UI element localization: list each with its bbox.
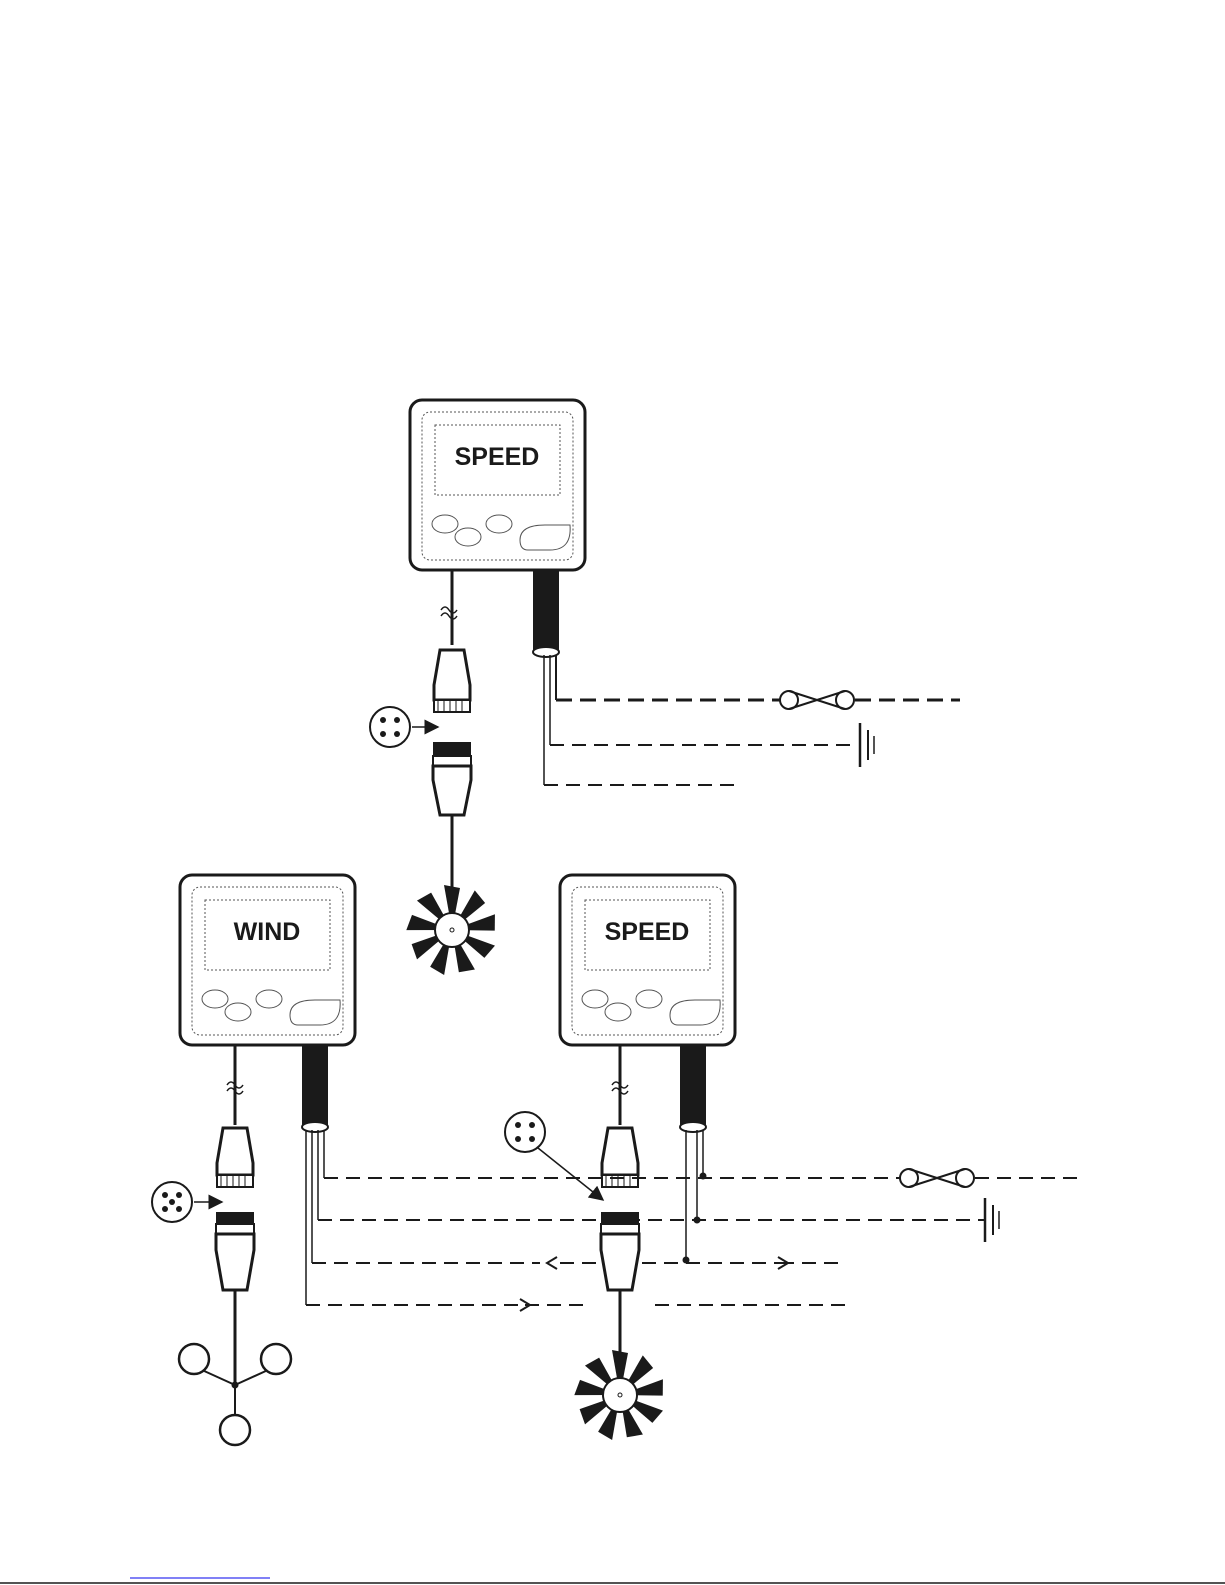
fuse-icon [780,691,854,709]
wind-power-cable [302,1045,328,1305]
paddlewheel-icon [406,885,497,975]
paddlewheel-icon [574,1350,665,1440]
speed-display-label: SPEED [605,918,690,946]
ground-icon [985,1198,999,1242]
connector-pins-icon [505,1112,603,1200]
speed-top-power-cable [533,570,960,785]
wind-display-label: WIND [234,918,301,946]
wind-sensor-cable [216,1045,254,1385]
speed-bottom-power-cable [680,1045,707,1264]
speed-display-label: SPEED [455,443,540,471]
page-footer [0,1578,1225,1583]
fuse-icon [900,1169,974,1187]
ground-icon [860,723,874,767]
speed-top-sensor-cable [433,570,471,905]
connector-pins-icon [152,1182,222,1222]
connector-pins-icon [370,707,438,747]
network-bus-lines [306,1178,1085,1311]
speed-instrument-top: SPEED [410,400,585,570]
wind-instrument: WIND [180,875,355,1045]
speed-instrument-bottom: SPEED [560,875,735,1045]
speed-bottom-sensor-cable [601,1045,639,1375]
